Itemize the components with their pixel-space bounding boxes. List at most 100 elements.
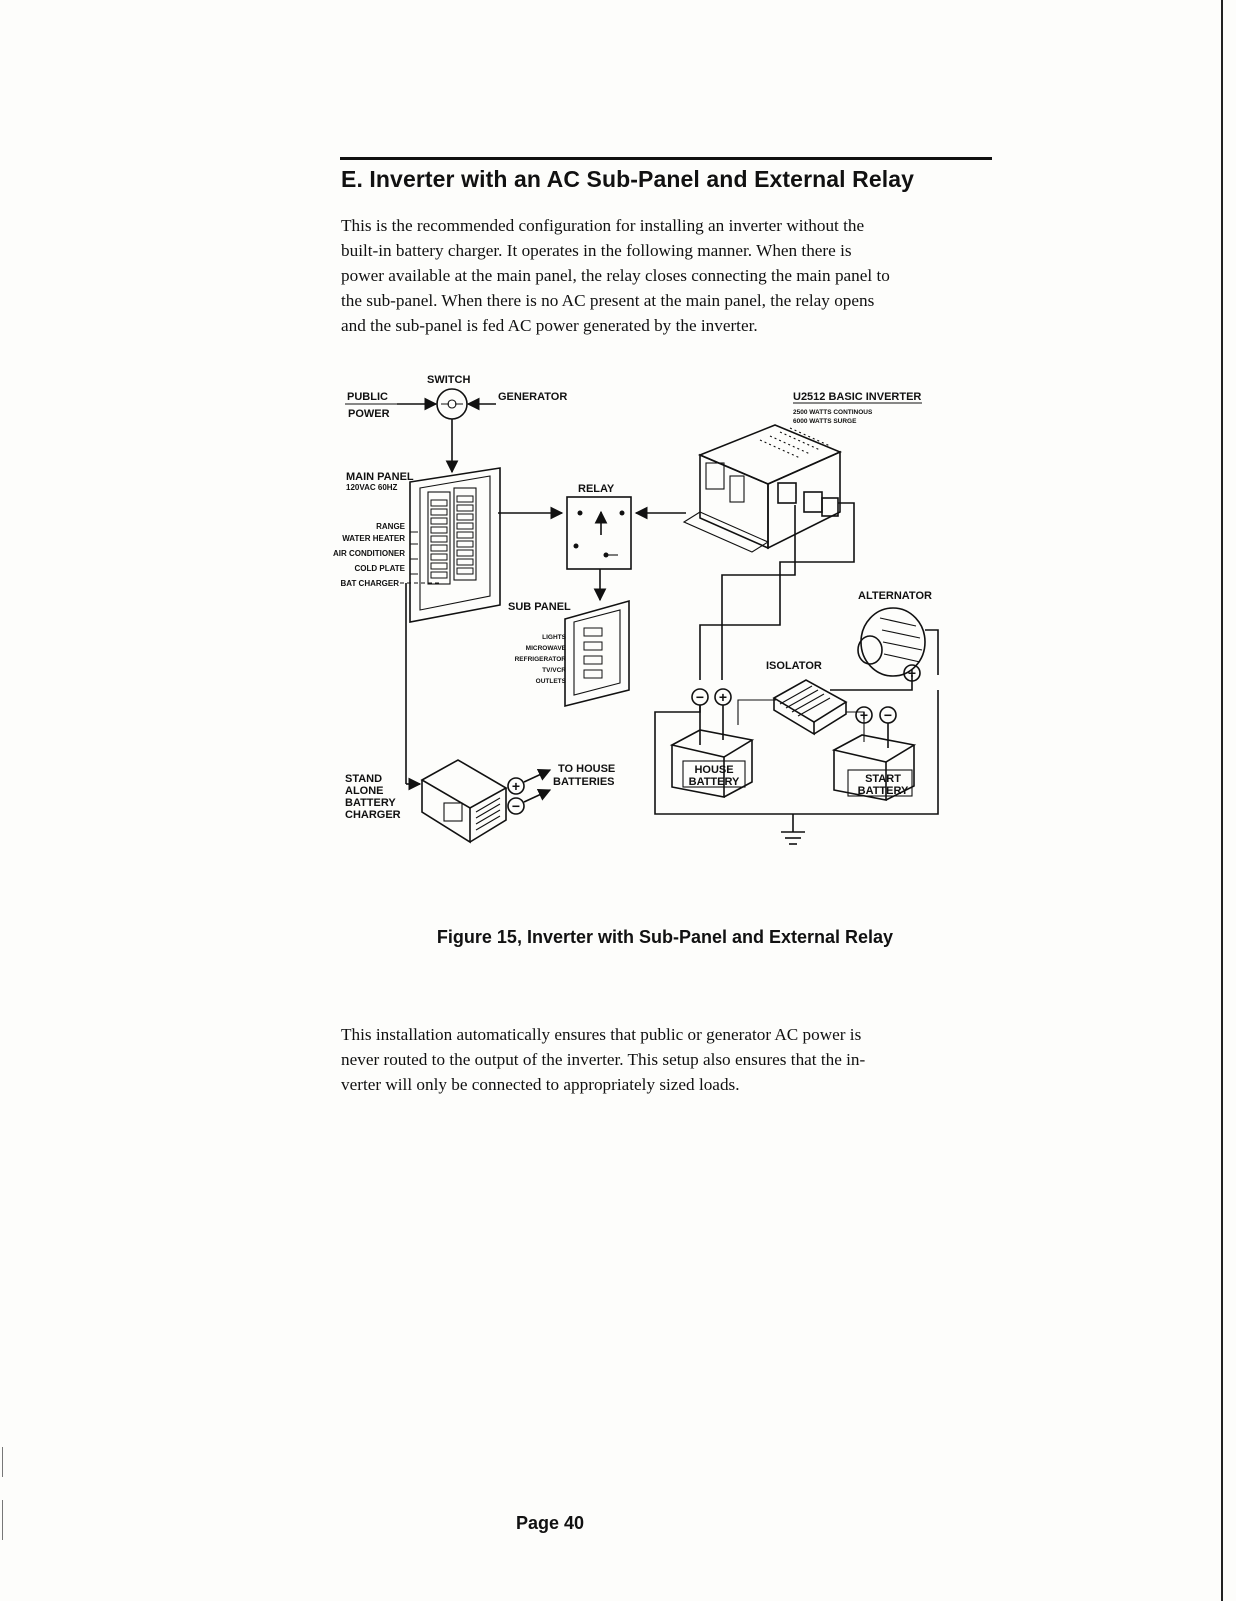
main-panel-spec: 120VAC 60HZ	[346, 483, 398, 492]
main-load-leaders	[410, 531, 418, 575]
main-panel-breakers	[430, 495, 474, 579]
breaker-switch	[583, 627, 603, 637]
battery-charger	[420, 759, 508, 844]
alternator-label: ALTERNATOR	[858, 590, 932, 602]
isolator	[772, 679, 848, 736]
charger-positive-terminal: +	[507, 777, 525, 795]
charger-negative-sign: −	[512, 798, 520, 814]
charger-negative-terminal: −	[507, 797, 525, 815]
sub-load-lights: LIGHTS	[542, 634, 566, 641]
charger-positive-sign: +	[512, 778, 520, 794]
relay-box	[566, 496, 632, 570]
isolator-to-house-cable	[737, 699, 776, 725]
alternator-positive-terminal: +	[903, 664, 921, 682]
breaker-switch	[430, 535, 448, 543]
outro-line: never routed to the output of the invert…	[341, 1050, 866, 1069]
charger-label-alone: ALONE	[345, 785, 384, 797]
main-load-bat-charger: BAT CHARGER	[340, 579, 399, 588]
sub-load-outlets: OUTLETS	[536, 678, 567, 685]
outro-line: verter will only be connected to appropr…	[341, 1075, 740, 1094]
batteries-label: BATTERIES	[553, 776, 615, 788]
breaker-switch	[430, 499, 448, 507]
start-positive-terminal: +	[855, 706, 873, 724]
breaker-switch	[456, 504, 474, 512]
house-negative-sign: −	[696, 689, 704, 705]
to-house-label: TO HOUSE	[558, 763, 615, 775]
intro-line: This is the recommended configuration fo…	[341, 216, 865, 235]
main-load-water-heater: WATER HEATER	[342, 534, 405, 543]
house-positive-terminal: +	[714, 688, 732, 706]
isolator-label: ISOLATOR	[766, 660, 822, 672]
generator-label: GENERATOR	[498, 391, 567, 403]
house-negative-terminal: −	[691, 688, 709, 706]
start-positive-sign: +	[860, 707, 868, 723]
house-battery-label-1: HOUSE	[694, 764, 733, 776]
sub-panel-label: SUB PANEL	[508, 601, 571, 613]
start-battery-label-1: START	[865, 773, 901, 785]
breaker-switch	[583, 669, 603, 679]
main-panel	[409, 467, 501, 623]
relay-label: RELAY	[578, 483, 615, 495]
inverter-unit	[682, 424, 843, 553]
breaker-switch	[583, 655, 603, 665]
alternator	[857, 607, 926, 677]
breaker-switch	[456, 513, 474, 521]
intro-line: built-in battery charger. It operates in…	[341, 241, 852, 260]
breaker-switch	[430, 526, 448, 534]
main-load-cold-plate: COLD PLATE	[354, 564, 405, 573]
sub-load-refrigerator: REFRIGERATOR	[515, 656, 567, 663]
breaker-switch	[456, 549, 474, 557]
sub-load-tv-vcr: TV/VCR	[542, 667, 566, 674]
scan-edge-line	[1221, 0, 1223, 1601]
outro-line: This installation automatically ensures …	[341, 1025, 862, 1044]
section-heading: E. Inverter with an AC Sub-Panel and Ext…	[341, 166, 915, 192]
scan-margin-mark	[2, 1447, 3, 1477]
inverter-negative-cable	[699, 502, 855, 680]
inverter-positive-cable	[721, 505, 796, 680]
breaker-switch	[430, 571, 448, 579]
figure-caption: Figure 15, Inverter with Sub-Panel and E…	[436, 927, 894, 947]
breaker-switch	[456, 567, 474, 575]
alternator-output-cable	[925, 629, 939, 675]
charger-label-stand: STAND	[345, 773, 382, 785]
house-battery-cables	[699, 705, 724, 745]
alternator-positive-sign: +	[908, 665, 916, 681]
start-battery	[831, 734, 917, 801]
breaker-switch	[456, 531, 474, 539]
section-top-rule	[340, 157, 992, 160]
page-number: Page 40	[515, 1513, 585, 1533]
start-negative-terminal: −	[879, 706, 897, 724]
power-label: POWER	[348, 408, 390, 420]
isolator-to-start-cable	[846, 711, 865, 742]
isolator-to-alternator-cable	[830, 675, 913, 691]
breaker-switch	[430, 562, 448, 570]
sub-panel-breakers	[583, 627, 603, 679]
start-negative-sign: −	[884, 707, 892, 723]
scan-margin-mark	[2, 1500, 3, 1540]
breaker-switch	[430, 544, 448, 552]
breaker-switch	[430, 508, 448, 516]
house-battery-label-2: BATTERY	[689, 776, 740, 788]
charger-negative-output	[523, 789, 552, 803]
breaker-switch	[430, 517, 448, 525]
ground-loop	[654, 690, 939, 815]
intro-line: the sub-panel. When there is no AC prese…	[341, 291, 875, 310]
main-load-range: RANGE	[376, 522, 406, 531]
main-panel-label: MAIN PANEL	[346, 471, 414, 483]
house-battery	[669, 729, 755, 798]
switch-label: SWITCH	[427, 374, 470, 386]
breaker-switch	[456, 558, 474, 566]
inverter-model-label: U2512 BASIC INVERTER	[793, 391, 921, 403]
breaker-switch	[456, 522, 474, 530]
inverter-spec-2: 6000 WATTS SURGE	[793, 418, 857, 425]
charger-label-charger: CHARGER	[345, 809, 401, 821]
public-label: PUBLIC	[347, 391, 388, 403]
start-battery-label-2: BATTERY	[858, 785, 909, 797]
breaker-switch	[430, 553, 448, 561]
ground-symbol	[781, 814, 805, 845]
intro-line: power available at the main panel, the r…	[341, 266, 890, 285]
charger-label-battery: BATTERY	[345, 797, 396, 809]
intro-paragraph: This is the recommended configuration fo…	[341, 213, 991, 338]
sub-load-microwave: MICROWAVE	[526, 645, 567, 652]
